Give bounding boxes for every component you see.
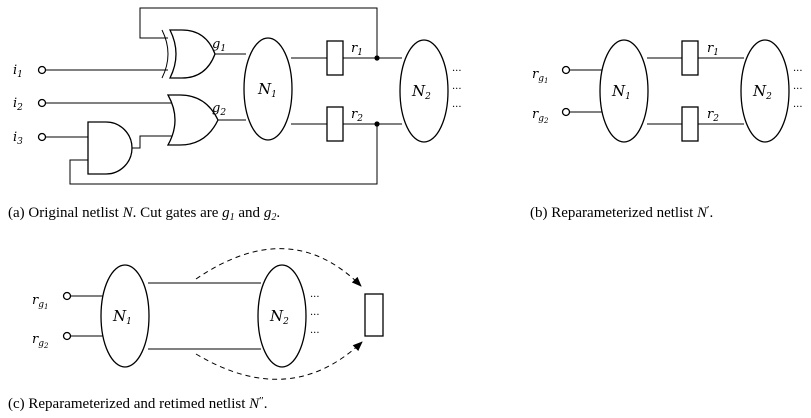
n1-block-c xyxy=(100,264,150,368)
retimed-register xyxy=(364,293,384,337)
input-terminal-i1 xyxy=(37,65,47,75)
input-label-i3: i3 xyxy=(13,130,23,147)
svg-text:···: ··· xyxy=(452,66,462,77)
n2-block-b xyxy=(740,39,790,143)
n2-block xyxy=(399,39,449,143)
svg-text:···: ··· xyxy=(452,102,462,113)
n1-label-c: N1 xyxy=(112,307,132,327)
svg-text:···: ··· xyxy=(793,84,803,95)
input-label-i1: i1 xyxy=(13,63,23,80)
n2-outputs-ellipsis: ··· ··· ··· xyxy=(452,66,462,113)
input-label-i2: i2 xyxy=(13,96,23,113)
panel-a-original-netlist: i1 i2 i3 g1 g2 N1 r1 xyxy=(8,7,462,223)
input-label-rg2-b: rg2 xyxy=(532,107,549,125)
svg-text:···: ··· xyxy=(793,66,803,77)
input-label-rg1-b: rg1 xyxy=(532,67,548,85)
register-r1-b xyxy=(681,40,699,76)
n2-label-c: N2 xyxy=(269,307,289,327)
panel-b-reparameterized-netlist: rg1 rg2 N1 r1 r2 N2 ··· ··· ··· (b) Repa… xyxy=(530,39,803,221)
register-label-r2: r2 xyxy=(351,107,363,124)
caption-c: (c) Reparameterized and retimed netlist … xyxy=(8,395,268,412)
n2-outputs-ellipsis-c: ··· ··· ··· xyxy=(310,292,320,339)
register-r2 xyxy=(326,106,344,142)
input-terminal-rg1-b xyxy=(561,65,571,75)
svg-text:···: ··· xyxy=(793,102,803,113)
register-label-r1-b: r1 xyxy=(707,41,719,58)
retime-arrow-bottom xyxy=(195,341,363,380)
svg-text:···: ··· xyxy=(310,292,320,303)
and-gate xyxy=(87,121,133,175)
n1-block xyxy=(243,37,293,141)
junction-dot-r2 xyxy=(374,121,380,127)
register-r2-b xyxy=(681,106,699,142)
input-terminal-i3 xyxy=(37,132,47,142)
n2-label: N2 xyxy=(411,82,431,102)
n2-outputs-ellipsis-b: ··· ··· ··· xyxy=(793,66,803,113)
feedback-wire-r2 xyxy=(69,124,378,185)
register-label-r1: r1 xyxy=(351,41,363,58)
or-gate-g2 xyxy=(166,94,219,146)
register-r1 xyxy=(326,40,344,76)
svg-text:···: ··· xyxy=(452,84,462,95)
input-label-rg1-c: rg1 xyxy=(32,293,48,311)
feedback-wire-r1 xyxy=(139,7,378,58)
n1-label-b: N1 xyxy=(611,82,631,102)
input-terminal-rg2-c xyxy=(62,331,72,341)
junction-dot-r1 xyxy=(374,55,380,61)
n2-block-c xyxy=(257,264,307,368)
input-terminal-rg1-c xyxy=(62,291,72,301)
caption-b: (b) Reparameterized netlist N′. xyxy=(530,204,713,221)
input-terminal-i2 xyxy=(37,98,47,108)
caption-a: (a) Original netlist N. Cut gates are g1… xyxy=(8,205,280,223)
n1-block-b xyxy=(599,39,649,143)
input-label-rg2-c: rg2 xyxy=(32,332,49,350)
gate-label-g2: g2 xyxy=(212,101,226,118)
n2-label-b: N2 xyxy=(752,82,772,102)
xor-gate-g1 xyxy=(161,29,216,79)
register-label-r2-b: r2 xyxy=(707,107,719,124)
svg-text:···: ··· xyxy=(310,310,320,321)
panel-c-retimed-netlist: rg1 rg2 N1 N2 ··· ··· ··· (c) Reparamete… xyxy=(8,248,384,412)
input-terminal-rg2-b xyxy=(561,107,571,117)
retime-arrow-top xyxy=(195,248,362,287)
n1-label: N1 xyxy=(257,80,277,100)
gate-label-g1: g1 xyxy=(212,37,226,54)
svg-text:···: ··· xyxy=(310,328,320,339)
